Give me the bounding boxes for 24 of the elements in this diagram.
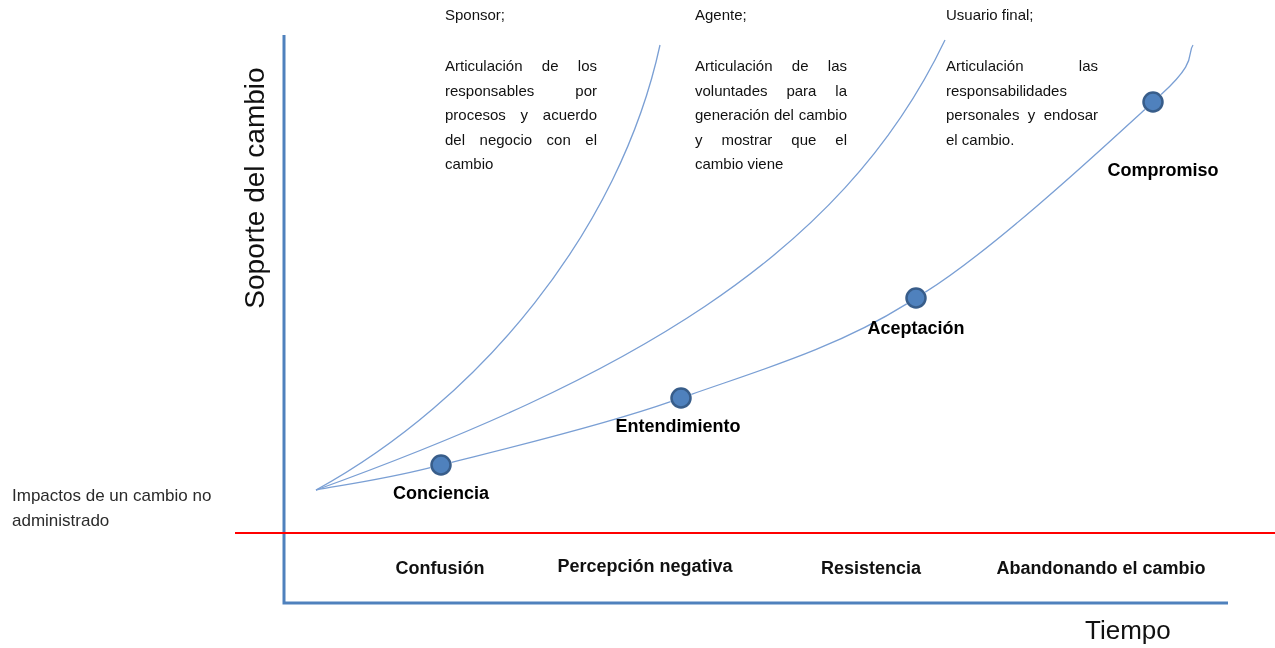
axis-title: Soporte del cambio	[239, 67, 271, 309]
phase-label: Resistencia	[820, 558, 922, 579]
role-heading: Usuario final;	[946, 6, 1034, 23]
milestone-label: Aceptación	[867, 318, 965, 339]
milestone-circle	[905, 287, 927, 309]
role-description: Articulación de las voluntades para la generación del cambio y mostrar que el cambio viene	[695, 56, 847, 174]
role-description: Articulación de los responsables por procesos y acuerdo del negocio con el cambio	[445, 56, 597, 174]
curve-segment	[451, 401, 672, 463]
milestone-circle	[430, 454, 452, 476]
phase-label: Percepción negativa	[557, 556, 733, 577]
milestone-circle	[1142, 91, 1164, 113]
phase-label: Confusión	[395, 558, 485, 579]
milestone-label: Entendimiento	[615, 416, 741, 437]
axis-title: Tiempo	[1085, 615, 1171, 646]
role-heading: Sponsor;	[445, 6, 506, 23]
note-text: Impactos de un cambio no administrado	[12, 485, 213, 532]
milestone-label: Conciencia	[393, 483, 489, 504]
role-heading: Agente;	[695, 6, 747, 23]
role-description: Articulación las responsabilidades personales y endosar el cambio.	[946, 56, 1098, 150]
curve-segment	[924, 108, 1146, 293]
phase-label: Abandonando el cambio	[996, 558, 1206, 579]
milestone-circle	[670, 387, 692, 409]
milestone-label: Compromiso	[1107, 160, 1219, 181]
curve-segment	[690, 303, 908, 395]
